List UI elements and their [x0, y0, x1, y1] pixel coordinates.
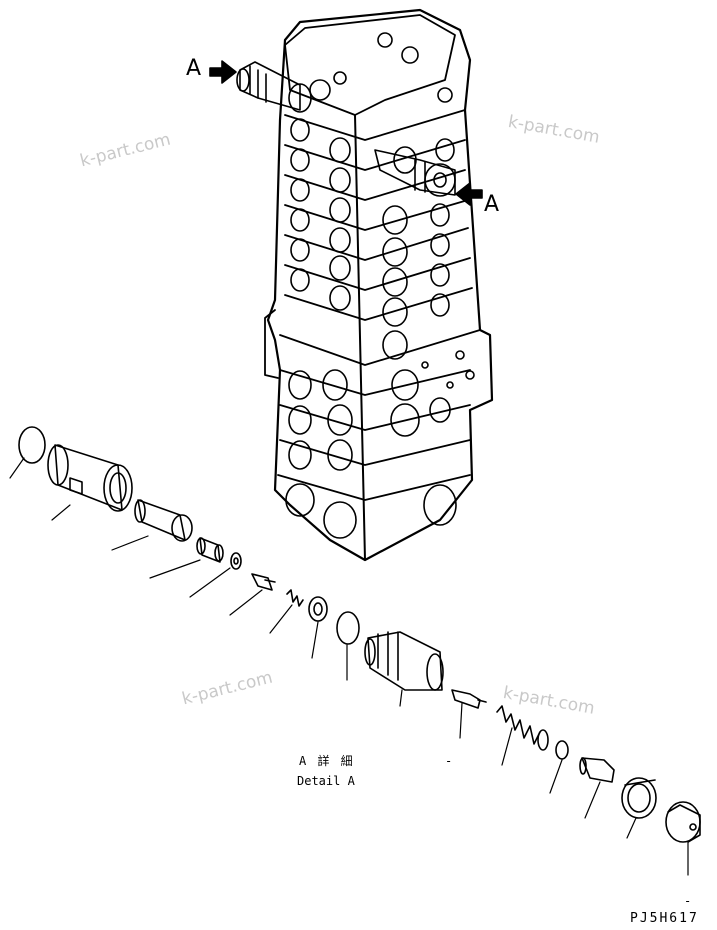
- valve-front-edge: [354, 114, 366, 561]
- relief-valve-left: [236, 61, 312, 113]
- piston: [134, 499, 193, 542]
- detail-title-english: Detail A: [297, 774, 355, 788]
- leader-lines: [9, 457, 689, 876]
- cap-nut: [665, 801, 701, 843]
- washer-1: [230, 552, 242, 570]
- valve-section-lines: [277, 109, 481, 501]
- valve-side-boss: [264, 309, 279, 379]
- callout-label-a-right: A: [484, 192, 500, 217]
- o-ring-3: [555, 740, 569, 760]
- detail-parts-upper: [18, 426, 328, 622]
- lock-nut: [621, 777, 657, 819]
- figure-code: PJ5H617: [630, 911, 699, 926]
- valve-ports-front: [285, 118, 357, 539]
- o-ring-2: [336, 611, 360, 645]
- relief-valve-right: [374, 149, 456, 197]
- callout-arrow-left: [209, 60, 237, 84]
- callout-label-a-left: A: [186, 56, 202, 81]
- small-spring: [286, 589, 304, 607]
- main-spring: [496, 705, 549, 751]
- seat-washer: [308, 596, 328, 622]
- dash-mark: -: [445, 754, 453, 768]
- detail-title-japanese: A 詳 細: [299, 754, 355, 768]
- callout-arrow-right: [455, 182, 483, 206]
- valve-body: [364, 631, 444, 691]
- poppet: [451, 689, 487, 709]
- poppet-bolt: [251, 573, 276, 591]
- o-ring-1: [18, 426, 46, 464]
- detail-parts-lower: [336, 611, 701, 843]
- sleeve: [47, 444, 133, 512]
- dash-mark-2: -: [684, 894, 692, 908]
- control-valve-assembly: [236, 8, 494, 562]
- adjust-screw: [579, 757, 615, 783]
- bushing: [196, 537, 224, 563]
- valve-ports-side: [309, 32, 475, 526]
